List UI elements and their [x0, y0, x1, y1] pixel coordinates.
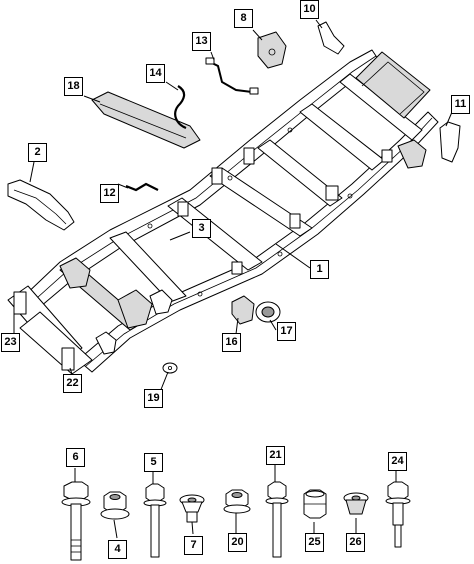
- chassis-frame: [7, 49, 439, 375]
- part-14-rod: [174, 85, 187, 130]
- part-18-crossmember: [91, 91, 201, 149]
- fastener-5-bolt: [143, 483, 167, 558]
- part-10-bracket: [317, 21, 345, 55]
- mount-bracket-right: [397, 139, 427, 169]
- part-8-bracket: [257, 31, 287, 69]
- callout-14: 14: [146, 64, 165, 83]
- callout-5: 5: [144, 453, 163, 472]
- callout-20: 20: [228, 533, 247, 552]
- fastener-20-flange-nut: [223, 489, 251, 514]
- callout-1: 1: [310, 260, 329, 279]
- callout-2: 2: [28, 143, 47, 162]
- part-16-mount: [231, 295, 255, 325]
- callout-11: 11: [451, 95, 470, 114]
- callout-19: 19: [144, 389, 163, 408]
- callout-17: 17: [277, 322, 296, 341]
- fastener-24-bolt: [385, 481, 411, 548]
- callout-22: 22: [63, 374, 82, 393]
- fastener-4-flange-nut: [100, 491, 130, 520]
- leader-lines: [13, 19, 453, 539]
- part-13-rod: [209, 61, 253, 93]
- callout-26: 26: [346, 533, 365, 552]
- callout-18: 18: [64, 77, 83, 96]
- callout-7: 7: [184, 536, 203, 555]
- callout-12: 12: [100, 184, 119, 203]
- part-12-rod: [125, 182, 159, 192]
- callout-16: 16: [222, 333, 241, 352]
- callout-3: 3: [192, 219, 211, 238]
- fastener-7-nut: [179, 494, 205, 523]
- callout-23: 23: [1, 333, 20, 352]
- part-2-bracket: [7, 179, 75, 231]
- callout-25: 25: [305, 533, 324, 552]
- fastener-26-cage-nut: [343, 492, 369, 515]
- callout-4: 4: [108, 540, 127, 559]
- fastener-6-flange-bolt: [61, 481, 91, 561]
- callout-10: 10: [300, 0, 319, 19]
- fastener-25-nut: [303, 489, 327, 519]
- callout-21: 21: [266, 446, 285, 465]
- callout-6: 6: [66, 448, 85, 467]
- callout-8: 8: [234, 9, 253, 28]
- part-11-bracket: [439, 121, 461, 163]
- fastener-21-bolt: [265, 481, 289, 558]
- callout-13: 13: [192, 32, 211, 51]
- callout-24: 24: [388, 452, 407, 471]
- part-19-washer: [162, 362, 178, 374]
